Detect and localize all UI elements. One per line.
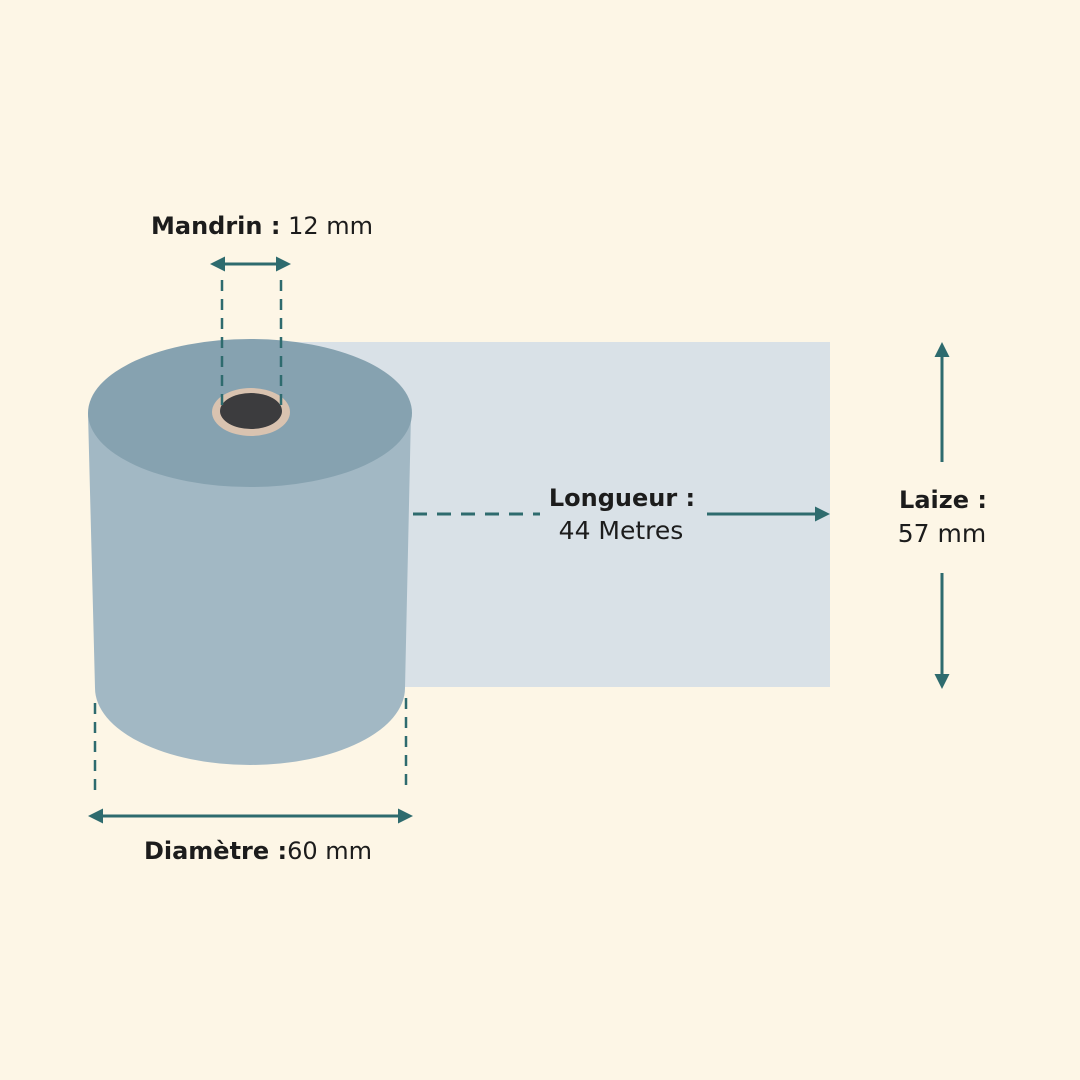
laize-dimension: Laize : 57 mm	[898, 342, 987, 689]
longueur-label-name: Longueur :	[549, 484, 695, 512]
core-hole	[220, 393, 282, 429]
diametre-dimension: Diamètre :60 mm	[88, 698, 413, 865]
diametre-label: Diamètre :60 mm	[144, 837, 372, 865]
longueur-label-value: 44 Metres	[559, 516, 684, 545]
laize-label-name: Laize :	[899, 486, 987, 514]
longueur-dimension: Longueur : 44 Metres	[413, 484, 830, 545]
mandrin-label: Mandrin : 12 mm	[151, 212, 373, 240]
paper-roll	[88, 339, 412, 765]
roll-side	[88, 413, 411, 765]
mandrin-dimension: Mandrin : 12 mm	[151, 212, 373, 405]
laize-label-value: 57 mm	[898, 519, 986, 548]
